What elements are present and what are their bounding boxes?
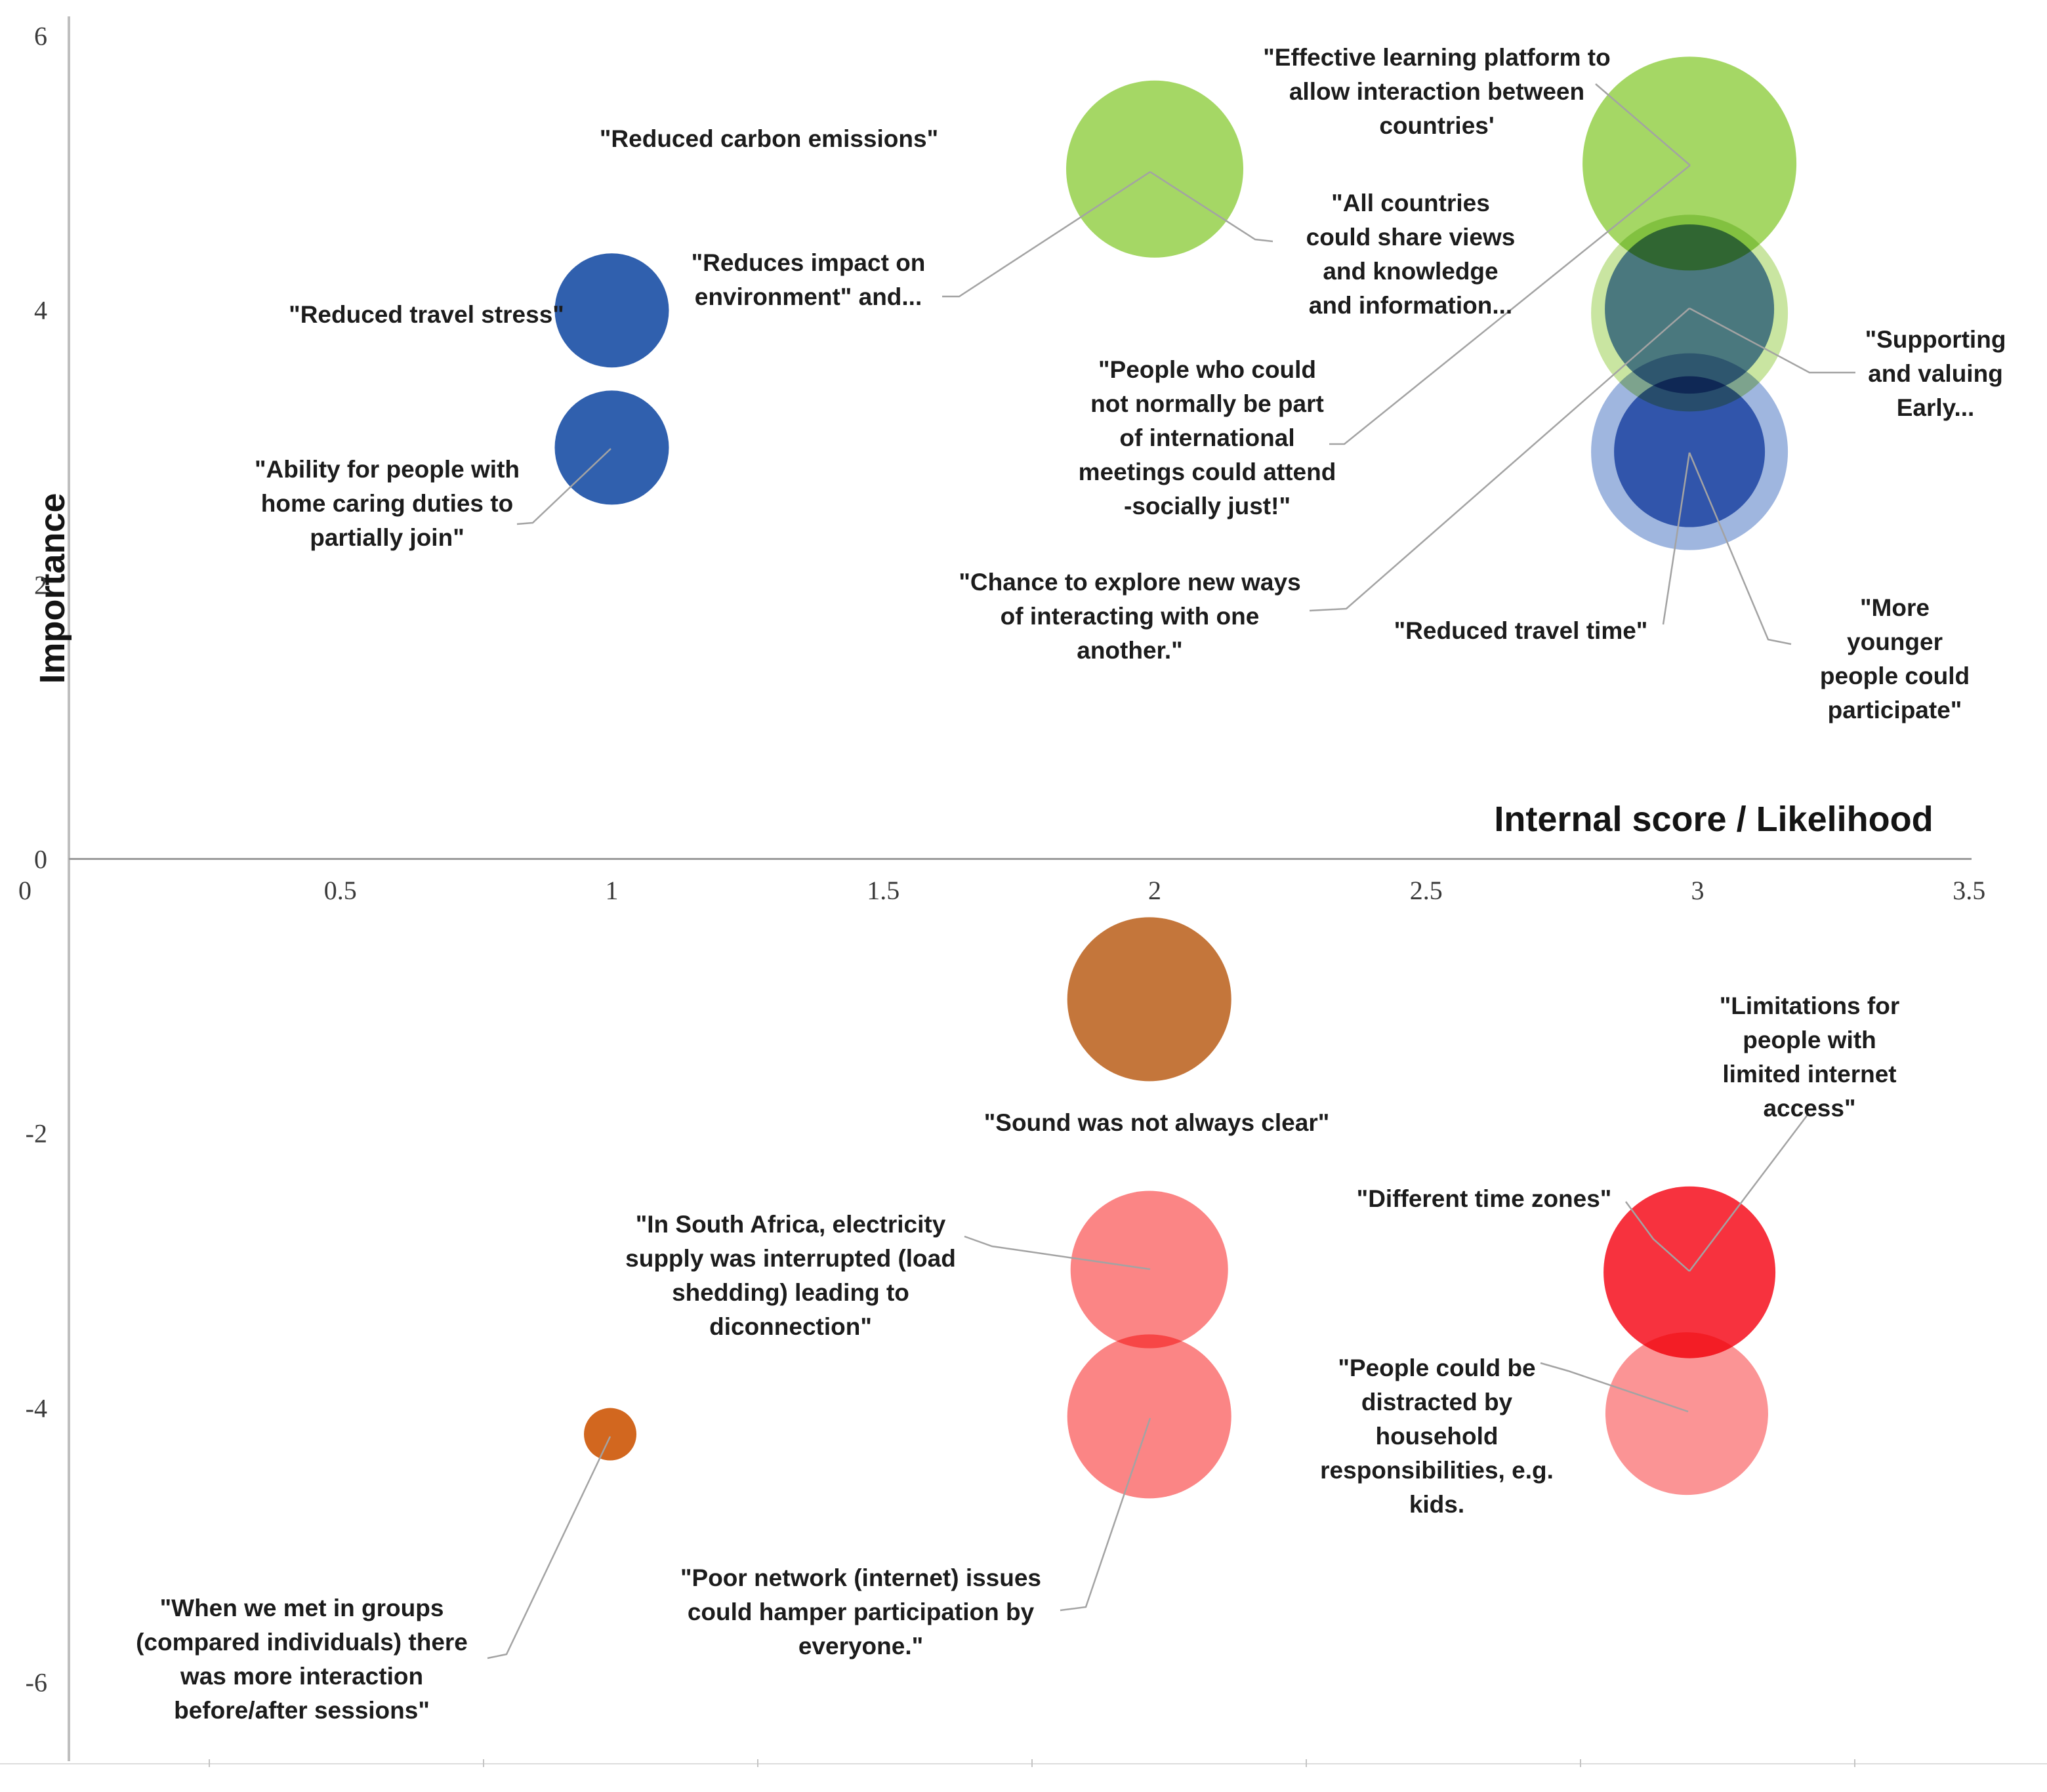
y-tick-0: 0 [34, 844, 47, 874]
x-tick-3.5: 3.5 [1953, 876, 1986, 905]
bubble-sound-not-clear [1067, 917, 1231, 1082]
callout-effective-learning: "Effective learning platform to allow in… [1263, 44, 1611, 139]
bottom-axis-tick [757, 1759, 758, 1767]
y-tick-6: 6 [34, 21, 47, 51]
callout-when-we-met: "When we met in groups (compared individ… [136, 1595, 468, 1724]
bottom-axis-tick [1580, 1759, 1581, 1767]
callout-limitations-internet: "Limitations for people with limited int… [1719, 992, 1900, 1122]
bubble-effective-learning [1582, 56, 1797, 271]
leader-all-countries [1149, 171, 1273, 243]
leader-people-who-could [1329, 165, 1691, 445]
x-axis-title: Internal score / Likelihood [1494, 800, 1933, 839]
y-tick-4: 4 [34, 295, 47, 325]
callout-sound-not-clear: "Sound was not always clear" [983, 1109, 1330, 1136]
y-tick-2: 2 [34, 570, 47, 600]
x-tick-2: 2 [1148, 876, 1161, 905]
x-tick-1.5: 1.5 [867, 876, 900, 905]
callout-people-distracted: "People could be distracted by household… [1320, 1354, 1554, 1518]
bubble-ability-home-caring [554, 390, 669, 505]
leader-reduced-time [1662, 452, 1691, 625]
y-tick--2: -2 [25, 1118, 47, 1149]
bottom-axis-tick [1854, 1759, 1855, 1767]
x-tick-0: 0 [18, 876, 31, 905]
leader-ability [516, 448, 611, 525]
chart-bottom-border [0, 1763, 2047, 1764]
bubble-reduced-carbon [1066, 80, 1243, 258]
callout-different-time-zones: "Different time zones" [1356, 1185, 1612, 1212]
leader-poor-network [1060, 1417, 1151, 1612]
y-tick--4: -4 [25, 1393, 47, 1423]
bottom-axis-tick [209, 1759, 210, 1767]
y-axis-line [68, 16, 70, 1761]
y-tick--6: -6 [25, 1667, 47, 1698]
callout-all-countries-share: "All countries could share views and kno… [1306, 190, 1516, 319]
x-tick-0.5: 0.5 [323, 876, 357, 905]
bubble-distracted-household [1605, 1332, 1768, 1496]
x-tick-2.5: 2.5 [1409, 876, 1443, 905]
leader-different-tz [1624, 1201, 1690, 1272]
callout-reduced-travel-stress: "Reduced travel stress" [289, 301, 564, 328]
bottom-axis-tick [483, 1759, 484, 1767]
leader-limitations [1689, 1112, 1809, 1272]
bubble-poor-network [1067, 1334, 1231, 1499]
leader-when-we-met [487, 1436, 611, 1660]
leader-chance-explore [1309, 308, 1690, 612]
leader-distracted [1540, 1362, 1689, 1413]
callout-reduced-travel-time: "Reduced travel time" [1394, 617, 1648, 644]
bottom-axis-tick [1031, 1759, 1033, 1767]
bubble-groups-interaction [584, 1408, 637, 1461]
bottom-axis-tick [1306, 1759, 1307, 1767]
x-axis-line [69, 858, 1972, 860]
leader-reduces-impact [942, 171, 1151, 298]
x-tick-1: 1 [605, 876, 619, 905]
callout-more-younger: "More younger people could participate" [1819, 594, 1970, 723]
x-tick-3: 3 [1691, 876, 1705, 905]
callout-reduces-impact: "Reduces impact on environment" and... [691, 249, 926, 310]
callout-supporting-valuing: "Supporting and valuing Early... [1865, 326, 2006, 421]
callout-poor-network: "Poor network (internet) issues could ha… [680, 1564, 1042, 1660]
leader-more-younger [1688, 452, 1792, 645]
callout-reduced-carbon: "Reduced carbon emissions" [599, 125, 939, 152]
callout-chance-to-explore: "Chance to explore new ways of interacti… [959, 569, 1301, 664]
callout-people-who-could: "People who could not normally be part o… [1078, 356, 1336, 519]
leader-effective-learning [1595, 83, 1691, 166]
bubble-reduced-travel-stress [554, 253, 669, 368]
leader-in-south-africa [964, 1235, 1151, 1271]
bubble-reduced-travel-time [1614, 376, 1766, 527]
leader-supporting [1689, 307, 1855, 374]
callout-ability-home-caring: "Ability for people with home caring dut… [255, 456, 520, 551]
callout-in-south-africa: "In South Africa, electricity supply was… [625, 1211, 956, 1340]
